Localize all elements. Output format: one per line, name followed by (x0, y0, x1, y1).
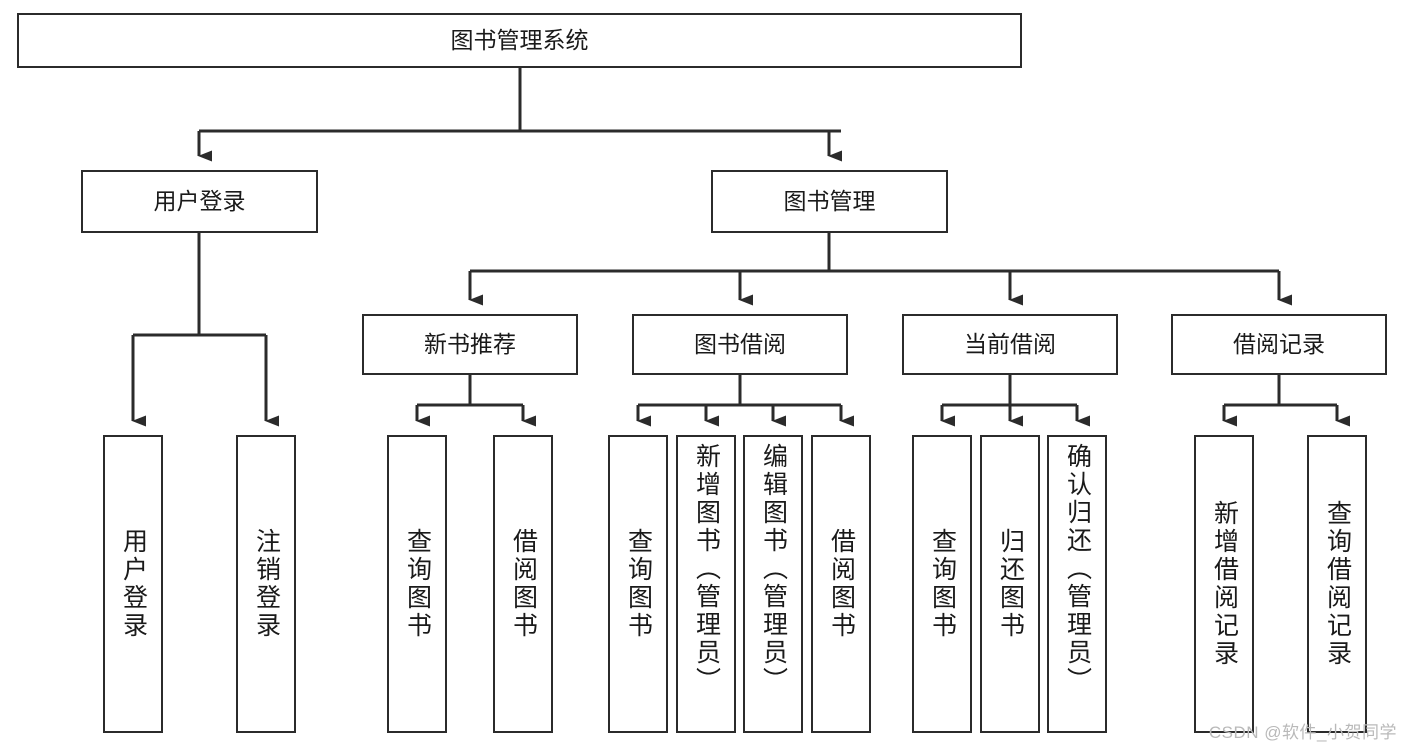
node-leaf-query-record[interactable]: 查询借阅记录 (1307, 435, 1367, 733)
node-leaf-borrow-book-1[interactable]: 借阅图书 (493, 435, 553, 733)
node-leaf-confirm-return-label: 确认归还（管理员） (1063, 443, 1092, 695)
node-book-borrow[interactable]: 图书借阅 (632, 314, 848, 375)
node-leaf-user-login[interactable]: 用户登录 (103, 435, 163, 733)
node-leaf-borrow-book-2[interactable]: 借阅图书 (811, 435, 871, 733)
node-borrow-record-label: 借阅记录 (1233, 330, 1325, 357)
node-leaf-borrow-book-2-label: 借阅图书 (827, 528, 856, 640)
node-current-borrow-label: 当前借阅 (964, 330, 1056, 357)
node-leaf-add-book-label: 新增图书（管理员） (692, 443, 721, 695)
node-leaf-query-book-3-label: 查询图书 (928, 528, 957, 640)
node-leaf-logout-login-label: 注销登录 (252, 528, 281, 640)
node-leaf-add-record-label: 新增借阅记录 (1210, 500, 1239, 668)
node-root[interactable]: 图书管理系统 (17, 13, 1022, 68)
node-leaf-borrow-book-1-label: 借阅图书 (509, 528, 538, 640)
node-leaf-add-record[interactable]: 新增借阅记录 (1194, 435, 1254, 733)
node-leaf-query-book-3[interactable]: 查询图书 (912, 435, 972, 733)
node-leaf-return-book-label: 归还图书 (996, 528, 1025, 640)
node-user-login-label: 用户登录 (153, 187, 246, 214)
node-book-borrow-label: 图书借阅 (694, 330, 786, 357)
node-leaf-logout-login[interactable]: 注销登录 (236, 435, 296, 733)
node-leaf-confirm-return[interactable]: 确认归还（管理员） (1047, 435, 1107, 733)
node-borrow-record[interactable]: 借阅记录 (1171, 314, 1387, 375)
node-current-borrow[interactable]: 当前借阅 (902, 314, 1118, 375)
node-leaf-return-book[interactable]: 归还图书 (980, 435, 1040, 733)
node-leaf-edit-book-label: 编辑图书（管理员） (759, 443, 788, 695)
node-leaf-edit-book[interactable]: 编辑图书（管理员） (743, 435, 803, 733)
node-leaf-query-book-2-label: 查询图书 (624, 528, 653, 640)
node-leaf-query-book-1[interactable]: 查询图书 (387, 435, 447, 733)
node-leaf-query-book-2[interactable]: 查询图书 (608, 435, 668, 733)
node-leaf-add-book[interactable]: 新增图书（管理员） (676, 435, 736, 733)
node-leaf-user-login-label: 用户登录 (119, 528, 148, 640)
node-book-manage[interactable]: 图书管理 (711, 170, 948, 233)
node-root-label: 图书管理系统 (450, 26, 589, 53)
node-user-login[interactable]: 用户登录 (81, 170, 318, 233)
node-leaf-query-book-1-label: 查询图书 (403, 528, 432, 640)
node-book-manage-label: 图书管理 (783, 187, 876, 214)
node-leaf-query-record-label: 查询借阅记录 (1323, 500, 1352, 668)
node-new-book-recommend-label: 新书推荐 (424, 330, 516, 357)
node-new-book-recommend[interactable]: 新书推荐 (362, 314, 578, 375)
